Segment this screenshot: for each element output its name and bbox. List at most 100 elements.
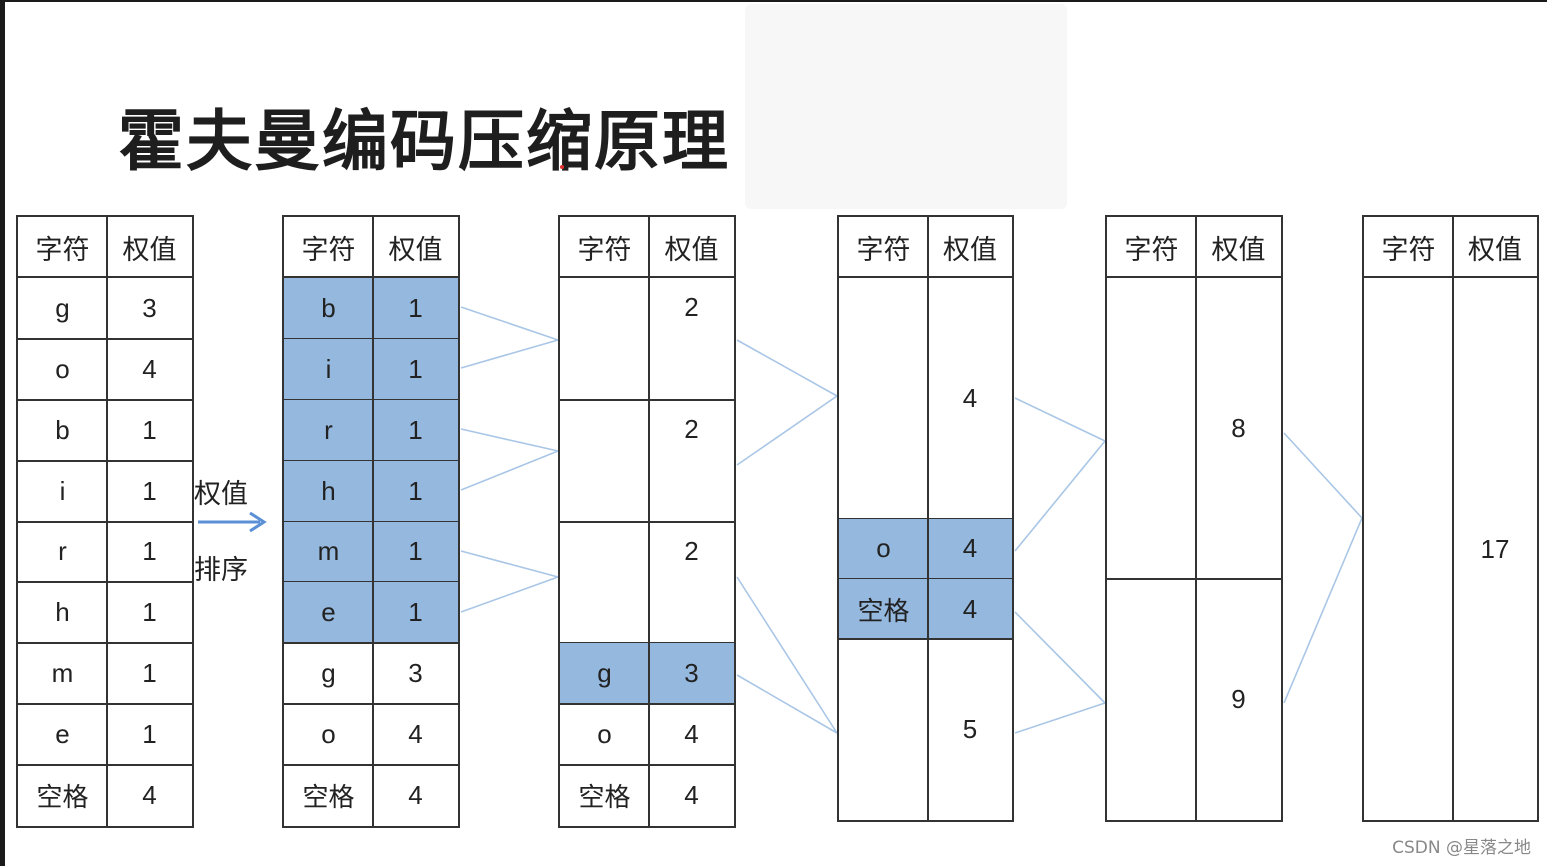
char-cell: 空格 xyxy=(302,782,355,813)
weight-cell: 4 xyxy=(684,719,699,750)
header-divider xyxy=(1107,276,1281,278)
header-divider xyxy=(284,276,458,278)
header-weight: 权值 xyxy=(1211,234,1266,266)
sort-label-line2: 排序 xyxy=(194,555,248,586)
weight-cell: 1 xyxy=(373,399,458,461)
link-line xyxy=(736,674,838,734)
left-edge-bar xyxy=(0,0,5,866)
char-cell: i xyxy=(284,338,373,400)
header-char: 字符 xyxy=(1124,234,1179,266)
weight-cell: 2 xyxy=(684,535,699,566)
weight-cell: 4 xyxy=(928,579,1012,640)
char-cell: o xyxy=(597,719,612,750)
char-cell: g xyxy=(55,292,70,323)
header-weight: 权值 xyxy=(122,234,177,266)
weight-cell: 4 xyxy=(408,780,423,811)
header-divider xyxy=(839,276,1012,278)
header-divider xyxy=(1364,276,1537,278)
row-divider xyxy=(1107,578,1281,581)
row-divider xyxy=(839,638,1012,641)
weight-cell: 1 xyxy=(142,597,157,628)
weight-cell: 1 xyxy=(142,719,157,750)
char-cell: h xyxy=(284,460,373,522)
header-weight: 权值 xyxy=(943,234,997,266)
link-line xyxy=(1283,517,1363,704)
char-cell: r xyxy=(284,399,373,461)
link-line xyxy=(460,428,559,452)
weight-cell: 1 xyxy=(373,582,458,644)
weight-cell: 1 xyxy=(142,414,157,445)
link-line xyxy=(460,576,559,613)
char-cell: m xyxy=(51,658,74,689)
weight-cell: 5 xyxy=(962,714,978,745)
char-cell: b xyxy=(284,278,373,339)
char-cell: e xyxy=(284,582,373,644)
char-cell xyxy=(1364,278,1453,820)
weight-cell: 4 xyxy=(142,353,157,384)
char-cell xyxy=(1107,579,1196,820)
row-divider xyxy=(18,764,192,767)
column-divider xyxy=(927,217,929,820)
header-weight: 权值 xyxy=(388,234,443,266)
header-char: 字符 xyxy=(577,234,632,266)
header-weight: 权值 xyxy=(664,234,719,266)
weight-cell: 4 xyxy=(408,719,423,750)
char-cell xyxy=(839,639,928,820)
link-line xyxy=(1014,611,1106,704)
char-cell: m xyxy=(284,521,373,583)
char-cell xyxy=(560,400,649,522)
char-cell xyxy=(560,278,649,400)
link-line xyxy=(460,550,559,578)
char-cell: g xyxy=(321,658,336,689)
row-divider xyxy=(560,764,734,767)
row-divider xyxy=(560,398,734,401)
column-divider xyxy=(648,217,650,826)
weight-cell: 1 xyxy=(373,521,458,583)
column-divider xyxy=(1195,217,1197,820)
weight-cell: 3 xyxy=(649,643,734,705)
page-title: 霍夫曼编码压缩原理 xyxy=(118,103,730,180)
char-cell: o xyxy=(321,719,336,750)
char-cell: o xyxy=(839,518,928,580)
char-cell: b xyxy=(55,414,70,445)
link-line xyxy=(460,339,559,369)
row-divider xyxy=(284,764,458,767)
weight-cell: 17 xyxy=(1480,533,1510,564)
char-cell: r xyxy=(58,536,67,567)
ghost-window-overlay xyxy=(745,4,1067,209)
link-line xyxy=(460,450,559,491)
header-divider xyxy=(18,276,192,278)
header-char: 字符 xyxy=(35,234,90,266)
weight-cell: 9 xyxy=(1231,684,1246,715)
weight-cell: 1 xyxy=(142,658,157,689)
weight-cell: 3 xyxy=(408,658,423,689)
sort-label-line1: 权值 xyxy=(194,479,248,510)
top-edge-bar xyxy=(0,0,1547,2)
weight-table-6: 字符权值 17 xyxy=(1362,215,1539,822)
char-cell: 空格 xyxy=(36,782,89,813)
sort-arrow xyxy=(198,511,267,533)
link-line xyxy=(1283,432,1363,519)
weight-cell: 1 xyxy=(373,338,458,400)
row-divider xyxy=(284,642,458,645)
weight-cell: 4 xyxy=(928,518,1012,580)
link-line xyxy=(1014,397,1106,442)
link-line xyxy=(1014,440,1106,552)
char-cell: e xyxy=(55,719,70,750)
header-char: 字符 xyxy=(1381,234,1436,266)
column-divider xyxy=(106,217,108,826)
column-divider xyxy=(1452,217,1454,820)
row-divider xyxy=(284,703,458,706)
header-weight: 权值 xyxy=(1468,234,1522,266)
weight-cell: 4 xyxy=(962,382,978,413)
row-divider xyxy=(18,459,192,462)
weight-cell: 1 xyxy=(142,536,157,567)
weight-cell: 1 xyxy=(373,460,458,522)
row-divider xyxy=(18,703,192,706)
link-line xyxy=(460,306,559,341)
char-cell xyxy=(1107,278,1196,579)
